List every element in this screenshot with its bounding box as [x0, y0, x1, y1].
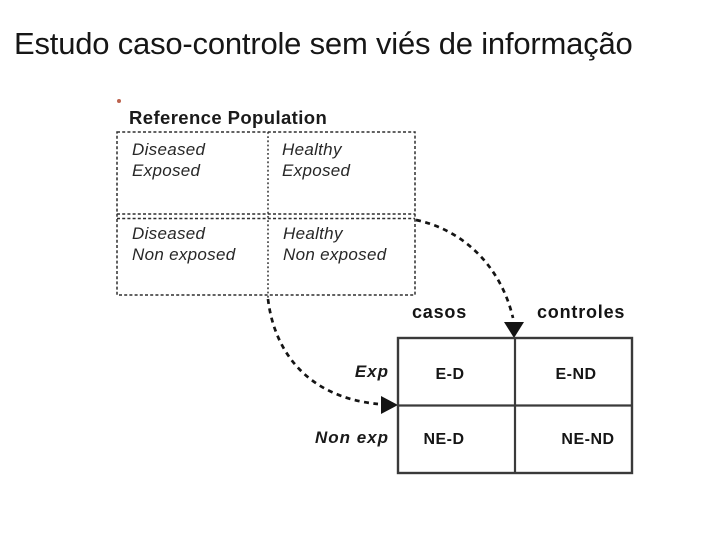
table-col-header-casos: casos — [412, 302, 467, 322]
reference-population-label: Reference Population — [129, 107, 327, 128]
grid-cell-diseased-exposed-line1: Diseased — [132, 140, 206, 159]
grid-cell-diseased-non-exposed-line1: Diseased — [132, 224, 206, 243]
arrow-to-controls-curve — [415, 218, 515, 319]
grid-cell-diseased-exposed-line2: Exposed — [132, 161, 201, 180]
arrow-to-exposed-row-curve — [266, 298, 379, 406]
table-col-header-controles: controles — [537, 302, 625, 322]
table-cell-ne-d: NE-D — [423, 431, 464, 448]
grid-cell-healthy-non-exposed-line2: Non exposed — [283, 245, 387, 264]
grid-cell-healthy-non-exposed-line1: Healthy — [283, 224, 344, 243]
reference-grid — [116, 131, 416, 296]
table-cell-e-d: E-D — [435, 366, 464, 383]
table-row-label-non-exp: Non exp — [315, 428, 389, 447]
grid-cell-diseased-non-exposed-line2: Non exposed — [132, 245, 236, 264]
table-cell-e-nd: E-ND — [555, 366, 596, 383]
arrow-to-exposed-row-head-icon — [381, 396, 398, 414]
grid-cell-healthy-exposed-line1: Healthy — [282, 140, 343, 159]
table-row-label-exp: Exp — [355, 362, 389, 381]
table-cell-ne-nd: NE-ND — [561, 431, 614, 448]
arrow-to-controls-head-icon — [504, 322, 524, 338]
grid-cell-healthy-exposed-line2: Exposed — [282, 161, 351, 180]
scan-artifact-dot-red — [117, 99, 121, 103]
slide-title: Estudo caso-controle sem viés de informa… — [14, 26, 633, 61]
